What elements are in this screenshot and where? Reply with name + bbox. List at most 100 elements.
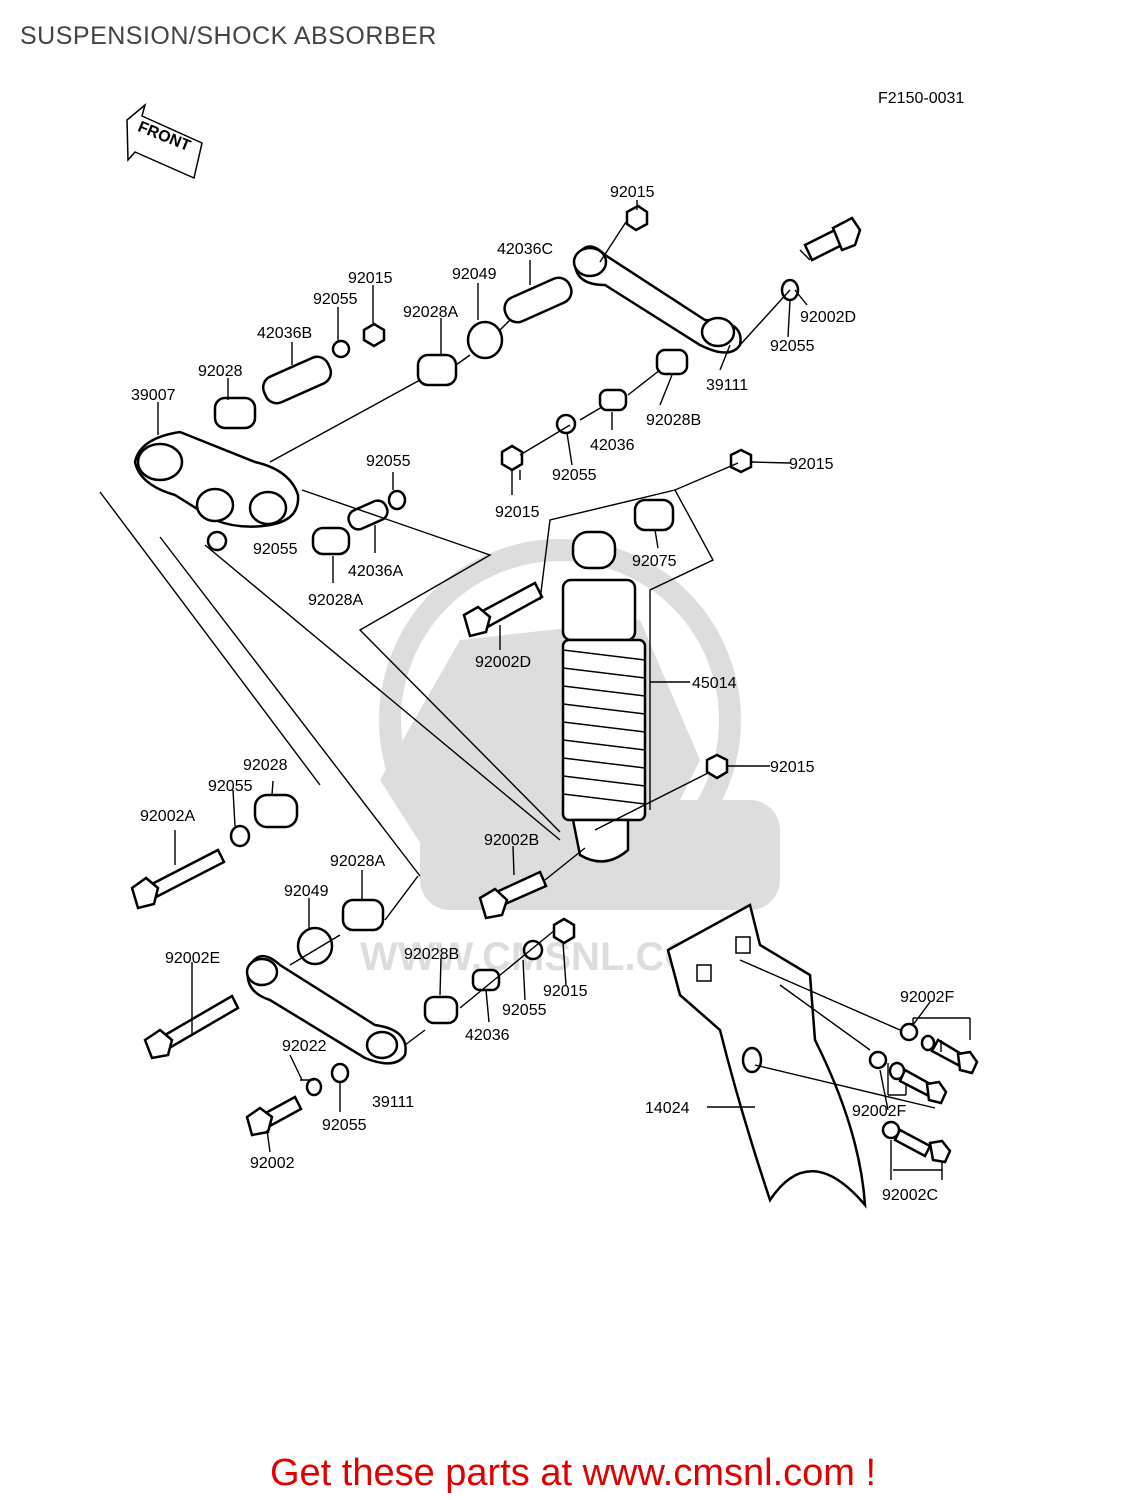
part-label: 92028 — [198, 363, 243, 380]
part-label: 92055 — [552, 467, 597, 484]
bolt-head-92002f-1 — [956, 1050, 979, 1075]
shock-bottom-clevis — [571, 818, 630, 863]
washer-92002f-3 — [868, 1050, 888, 1070]
lower-tie-rod-39111 — [246, 955, 407, 1065]
bushing-92028-lower — [253, 793, 299, 829]
part-label: 39111 — [372, 1094, 414, 1111]
part-label: 92022 — [282, 1038, 327, 1055]
washer-92002f-2 — [920, 1034, 936, 1052]
watermark-text: WWW.CMSNL.COM — [360, 935, 729, 979]
bushing-92049-upper — [466, 320, 504, 360]
washer-92055-lower-bottom — [330, 1062, 350, 1084]
part-label: 92002D — [800, 309, 856, 326]
bolt-head-92002d-upper — [831, 216, 862, 252]
part-labels: 92015 42036C 92049 92015 92055 92028A 92… — [131, 184, 954, 1204]
washer-92055-upper-left — [331, 339, 351, 359]
bushing-92028b-lower — [423, 995, 459, 1025]
part-label: 92028B — [404, 946, 459, 963]
front-label: FRONT — [135, 119, 193, 155]
sleeve-42036c — [503, 276, 573, 324]
part-label: 92002A — [140, 808, 195, 825]
part-label: 92015 — [789, 456, 834, 473]
part-label: 42036B — [257, 325, 312, 342]
part-label: 92075 — [632, 553, 677, 570]
bolt-92002f-2 — [898, 1068, 934, 1097]
washer-92022 — [305, 1077, 323, 1097]
part-label: 92015 — [543, 983, 588, 1000]
bolt-92002e — [163, 994, 240, 1049]
washer-92055-lower-right — [522, 939, 544, 961]
nut-92015-top — [625, 204, 649, 232]
bolt-head-92002c — [928, 1139, 952, 1164]
part-label: 92028A — [403, 304, 458, 321]
bushing-92049-lower — [296, 926, 334, 966]
rocker-eye-1 — [136, 442, 184, 482]
mudguard-14024 — [666, 903, 867, 1209]
part-label: 92055 — [770, 338, 815, 355]
rocker-eye-3 — [248, 490, 288, 526]
part-label: 92002F — [852, 1103, 906, 1120]
part-label: 92055 — [322, 1117, 367, 1134]
nut-92015-mid — [500, 444, 524, 472]
part-label: 42036C — [497, 241, 553, 258]
shock-spring-coils — [562, 649, 646, 805]
shock-reservoir — [561, 578, 637, 642]
washer-92055-lower-left — [229, 824, 251, 848]
diagram-ref-code: F2150-0031 — [878, 90, 964, 107]
sleeve-42036-upper — [598, 388, 628, 412]
part-label: 92002 — [250, 1155, 295, 1172]
part-label: 45014 — [692, 675, 737, 692]
bolt-92002a — [148, 848, 226, 899]
part-label: 92002F — [900, 989, 954, 1006]
bushing-92075 — [633, 498, 675, 532]
label-leaders — [157, 200, 971, 1180]
bolt-head-92002b — [478, 887, 509, 920]
lower-link-eye-rear — [365, 1030, 399, 1060]
mudguard-slot-2 — [735, 936, 751, 954]
front-arrow-icon — [126, 102, 203, 180]
part-label: 92028 — [243, 757, 288, 774]
part-label: 92055 — [208, 778, 253, 795]
part-label: 92015 — [348, 270, 393, 287]
bushing-92028-left — [213, 396, 257, 430]
part-label: 92015 — [610, 184, 655, 201]
promo-link[interactable]: Get these parts at www.cmsnl.com ! — [269, 1452, 877, 1494]
part-label: 92055 — [502, 1002, 547, 1019]
part-label: 92049 — [284, 883, 329, 900]
part-label: 92049 — [452, 266, 497, 283]
nut-92015-lower — [552, 917, 576, 945]
rocker-eye-2 — [195, 487, 235, 523]
part-label: 92015 — [495, 504, 540, 521]
bushing-92028a-lower — [341, 898, 385, 932]
bolt-92002c — [893, 1128, 932, 1158]
shock-top-eye — [571, 530, 617, 570]
lower-link-eye-front — [245, 957, 279, 987]
washer-92055-rocker — [206, 530, 228, 552]
nut-92015-upper-left — [362, 322, 386, 348]
bolt-head-92002e — [143, 1028, 174, 1060]
part-label: 92002C — [882, 1187, 938, 1204]
part-label: 14024 — [645, 1100, 690, 1117]
mudguard-slot-1 — [696, 964, 712, 982]
mudguard-hole — [741, 1046, 763, 1074]
bolt-92002f-1 — [930, 1038, 965, 1067]
shock-absorber-45014 — [561, 530, 647, 863]
part-label: 92028A — [308, 592, 363, 609]
part-label: 92028A — [330, 853, 385, 870]
bolt-head-92002a — [130, 876, 160, 910]
part-label: 92002B — [484, 832, 539, 849]
nut-92015-shock-top — [729, 448, 753, 474]
bolt-head-92002 — [245, 1106, 274, 1137]
washer-92055-mid — [555, 413, 577, 435]
part-label: 92055 — [253, 541, 298, 558]
washer-92002f-1 — [899, 1022, 919, 1042]
page-title: SUSPENSION/SHOCK ABSORBER — [20, 22, 437, 50]
bushing-92028b-upper — [655, 348, 689, 376]
part-label: 39111 — [706, 377, 748, 394]
part-label: 42036 — [465, 1027, 510, 1044]
bolt-head-92002d-shock — [462, 605, 492, 638]
bolt-head-92002f-2 — [925, 1080, 948, 1105]
sleeve-42036a — [347, 499, 389, 531]
parts-diagram: WWW.CMSNL.COM FRONT F2150-0031 — [99, 90, 979, 1209]
part-label: 92028B — [646, 412, 701, 429]
